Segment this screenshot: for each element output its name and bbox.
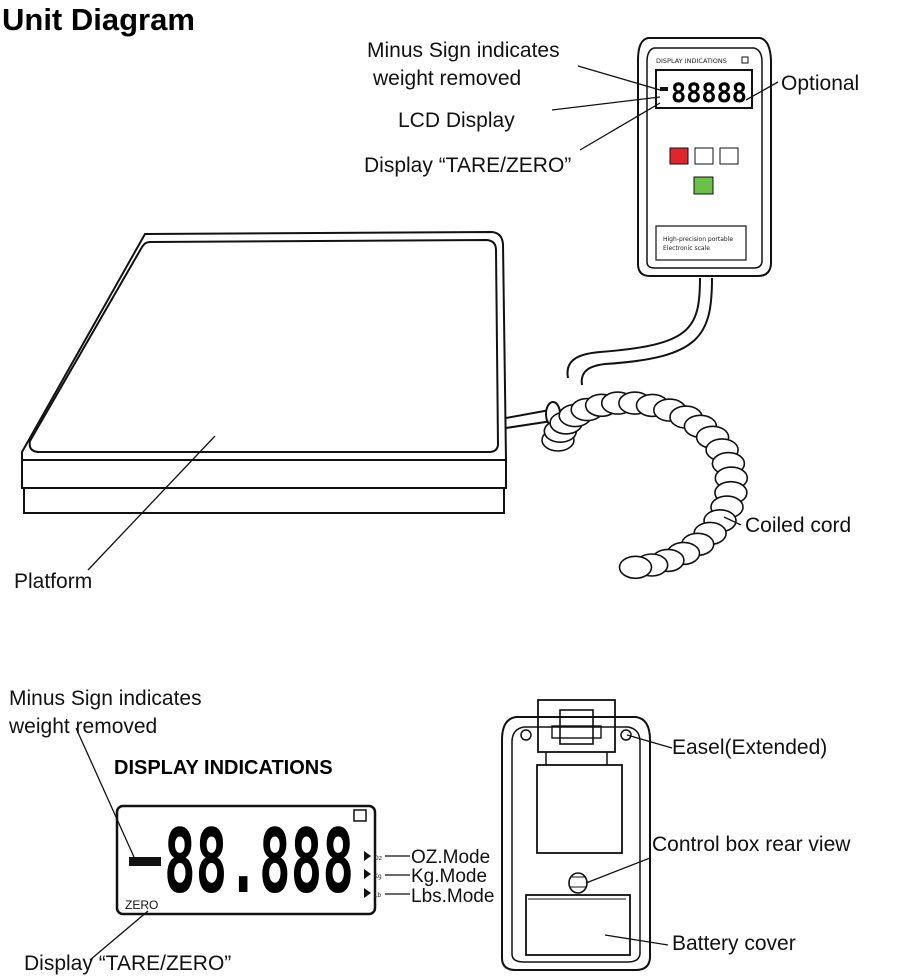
handset-badge <box>655 225 747 261</box>
bl-minus-sign-line2: weight removed <box>8 715 157 738</box>
label-lcd-display: LCD Display <box>398 109 515 132</box>
label-control-box: Control box rear view <box>652 833 851 856</box>
label-easel: Easel(Extended) <box>672 736 827 759</box>
diagram-title: Unit Diagram <box>2 2 195 37</box>
kg-mode-label: Kg.Mode <box>411 866 487 887</box>
badge-line2: Electronic scale <box>663 245 710 252</box>
zero-indicator: ZERO <box>125 898 158 912</box>
top-callout-lines <box>87 65 779 571</box>
handset-header: DISPLAY INDICATIONS <box>656 57 727 65</box>
handset-lcd <box>655 69 753 109</box>
control-box-rear <box>501 699 651 971</box>
lcd-panel: 88.888 ZERO <box>115 804 377 916</box>
handset-lcd-digits: 88888 <box>671 78 747 109</box>
badge-line1: High-precision portable <box>663 236 733 243</box>
label-optional: Optional <box>781 72 859 95</box>
oz-arrow-icon <box>364 851 371 861</box>
display-indications-heading: DISPLAY INDICATIONS <box>114 757 333 779</box>
lbs-mode-label: Lbs.Mode <box>411 886 494 907</box>
rear-callout-lines <box>585 734 673 946</box>
platform <box>21 230 508 514</box>
kg-small-label: Kg <box>374 873 382 880</box>
tare-button[interactable] <box>669 147 689 165</box>
coil-loop <box>618 555 653 580</box>
label-coiled-cord: Coiled cord <box>745 514 851 537</box>
label-minus-sign-line2: weight removed <box>372 67 521 90</box>
power-button[interactable] <box>693 176 714 195</box>
lb-small-label: Lb <box>374 892 381 899</box>
bl-display-tare-zero: Display “TARE/ZERO” <box>24 952 231 975</box>
hold-button[interactable] <box>719 147 739 165</box>
cord-to-handset <box>566 277 713 386</box>
mode-callout-lines <box>75 727 410 961</box>
mode-indicators: Oz Kg Lb <box>364 851 382 899</box>
bl-minus-sign-line1: Minus Sign indicates <box>9 687 202 710</box>
unit-button[interactable] <box>694 147 714 165</box>
lb-arrow-icon <box>364 888 371 898</box>
label-battery-cover: Battery cover <box>672 932 796 955</box>
label-platform: Platform <box>14 570 92 593</box>
handset-front: DISPLAY INDICATIONS 88888 High-precision… <box>637 37 772 277</box>
kg-arrow-icon <box>364 869 371 879</box>
coiled-cord <box>541 391 749 580</box>
label-display-tare-zero: Display “TARE/ZERO” <box>364 154 571 177</box>
battery-icon <box>741 56 749 64</box>
label-minus-sign-line1: Minus Sign indicates <box>367 39 560 62</box>
oz-small-label: Oz <box>374 855 382 862</box>
battery-indicator-icon <box>353 809 367 822</box>
lcd-digits: 88.888 <box>164 810 354 913</box>
oz-mode-label: OZ.Mode <box>411 847 490 868</box>
minus-sign-segment <box>129 857 161 866</box>
